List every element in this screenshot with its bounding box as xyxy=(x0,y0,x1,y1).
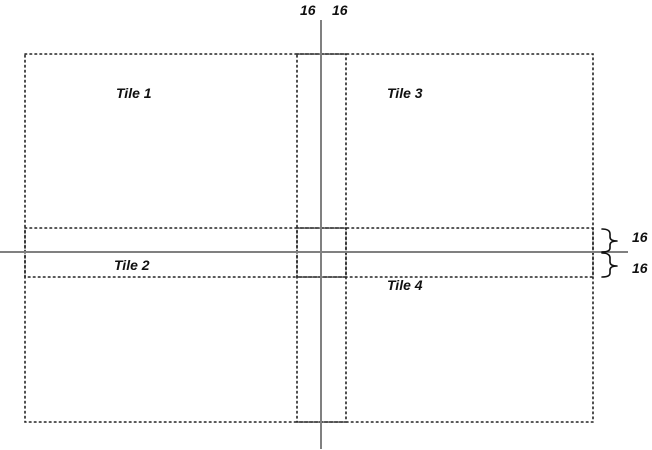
overlap-height-brace-lower xyxy=(601,252,618,278)
tile-2-label: Tile 2 xyxy=(114,257,150,273)
tile-3-label: Tile 3 xyxy=(387,85,423,101)
tile-4-label: Tile 4 xyxy=(387,277,423,293)
tile-2-region xyxy=(24,227,347,423)
overlap-width-label-right: 16 xyxy=(332,2,348,18)
tile-1-region xyxy=(24,53,347,278)
overlap-height-brace-upper xyxy=(601,228,618,253)
overlap-height-label-upper: 16 xyxy=(632,229,648,245)
overlap-height-label-lower: 16 xyxy=(632,260,648,276)
overlap-width-label-left: 16 xyxy=(300,2,316,18)
tile-3-region xyxy=(296,53,594,278)
tile-1-label: Tile 1 xyxy=(116,85,152,101)
tile-4-region xyxy=(296,227,594,423)
